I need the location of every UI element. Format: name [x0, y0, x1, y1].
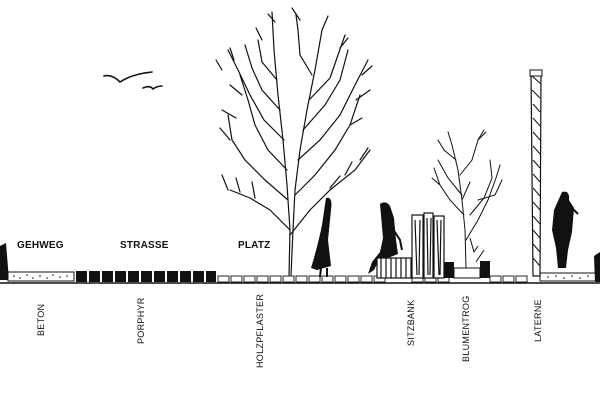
- street-lamp-icon: [529, 69, 543, 277]
- beton-slab: [7, 271, 75, 282]
- zone-label-platz: PLATZ: [238, 240, 271, 251]
- material-label-sitzbank: SITZBANK: [406, 299, 416, 346]
- edge-post: [0, 243, 9, 280]
- material-label-blumentrog: BLUMENTROG: [461, 295, 471, 362]
- material-label-porphyr: PORPHYR: [136, 297, 146, 344]
- planter-icon: [444, 237, 490, 279]
- porphyr-pavement: [76, 271, 216, 282]
- birds: [103, 71, 163, 91]
- edge-post-right: [594, 252, 600, 282]
- person-right-icon: [552, 191, 579, 268]
- person-standing-icon: [311, 197, 332, 270]
- wood-stele-icon: [411, 212, 445, 279]
- zone-label-strasse: STRASSE: [120, 240, 169, 251]
- bench-icon: [376, 257, 412, 279]
- zone-label-gehweg: GEHWEG: [17, 240, 64, 251]
- beton-texture: [13, 274, 68, 279]
- small-tree-icon: [431, 129, 503, 269]
- tree-icon: [215, 7, 373, 276]
- person-legs: [319, 267, 328, 278]
- bird-small-icon: [142, 85, 163, 91]
- person-seated-icon: [368, 202, 403, 274]
- material-label-beton: BETON: [36, 303, 46, 336]
- bird-large-icon: [103, 71, 153, 84]
- material-label-laterne: LATERNE: [533, 299, 543, 342]
- material-label-holzpflaster: HOLZPFLASTER: [255, 293, 265, 368]
- beton-texture-right: [547, 275, 589, 279]
